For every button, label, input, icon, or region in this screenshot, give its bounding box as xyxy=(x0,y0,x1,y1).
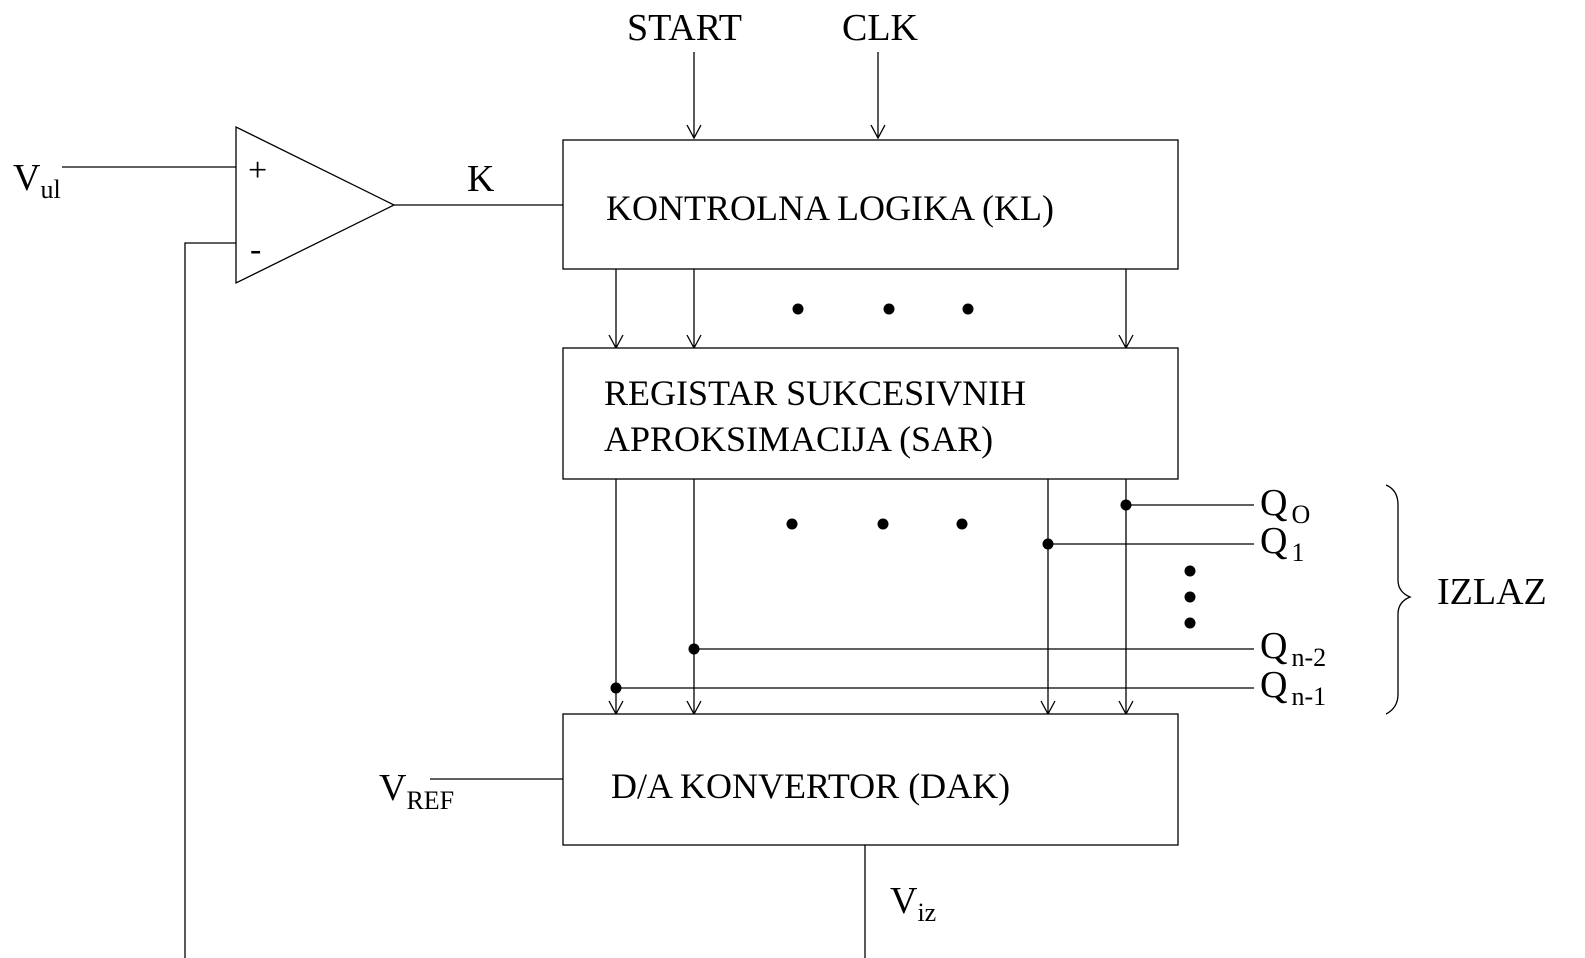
svg-text:Q1: Q1 xyxy=(1260,520,1304,567)
sar-dac-arrows xyxy=(608,479,1134,716)
sar-label-line2: APROKSIMACIJA (SAR) xyxy=(604,419,993,459)
svg-text:QO: QO xyxy=(1260,482,1310,529)
izlaz-label: IZLAZ xyxy=(1437,571,1547,613)
k-label: K xyxy=(467,158,495,200)
output-brace xyxy=(1385,484,1412,715)
dac-label: D/A KONVERTOR (DAK) xyxy=(611,766,1010,806)
comparator-plus: + xyxy=(248,152,267,189)
comparator-minus: - xyxy=(250,231,261,268)
dac-block xyxy=(562,713,1179,846)
svg-text:Qn-1: Qn-1 xyxy=(1260,664,1326,711)
clk-label: CLK xyxy=(842,7,919,49)
ellipsis-dots-upper xyxy=(792,303,974,315)
svg-text:Qn-2: Qn-2 xyxy=(1260,625,1326,672)
sar-block xyxy=(562,347,1179,480)
kl-sar-arrows xyxy=(608,269,1134,350)
start-arrow xyxy=(686,52,702,140)
comparator-triangle xyxy=(235,125,396,285)
control-logic-label: KONTROLNA LOGIKA (KL) xyxy=(606,188,1054,228)
v-iz-label: Viz xyxy=(890,880,936,927)
start-label: START xyxy=(627,7,742,49)
feedback-wire xyxy=(184,242,236,958)
sar-label-line1: REGISTAR SUKCESIVNIH xyxy=(604,373,1026,413)
clk-arrow xyxy=(870,52,886,140)
ellipsis-dots-vertical xyxy=(1184,565,1196,629)
v-ref-label: VREF xyxy=(379,767,454,815)
control-logic-block xyxy=(562,139,1179,270)
ellipsis-dots-middle xyxy=(786,518,968,530)
v-ul-label: Vul xyxy=(13,157,61,204)
